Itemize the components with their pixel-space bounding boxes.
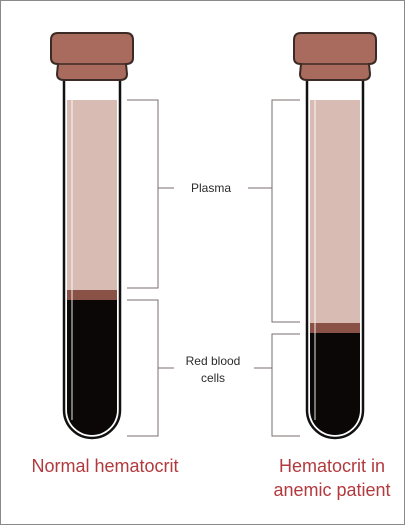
plasma-label: Plasma [191,181,231,195]
caption-normal: Normal hematocrit [31,456,178,476]
tube-normal-red-cells [67,300,117,435]
red-cells-label-line1: Red blood [186,354,241,368]
caption-anemic-line2: anemic patient [273,480,390,500]
tube-anemic [294,33,376,438]
tube-anemic-cap [294,33,376,80]
tube-anemic-plasma [310,100,360,333]
tube-normal-buffy-coat [67,290,117,300]
tube-normal-plasma [67,100,117,300]
bracket-plasma-normal [127,100,174,288]
tube-anemic-buffy-coat [310,323,360,333]
red-cells-label-line2: cells [201,371,225,385]
bracket-plasma-anemic [248,100,300,322]
bracket-redcells-normal [127,300,174,436]
tube-anemic-red-cells [310,333,360,435]
tube-normal [51,33,133,438]
bracket-redcells-anemic [254,334,300,436]
tube-normal-cap [51,33,133,80]
caption-anemic-line1: Hematocrit in [279,456,385,476]
